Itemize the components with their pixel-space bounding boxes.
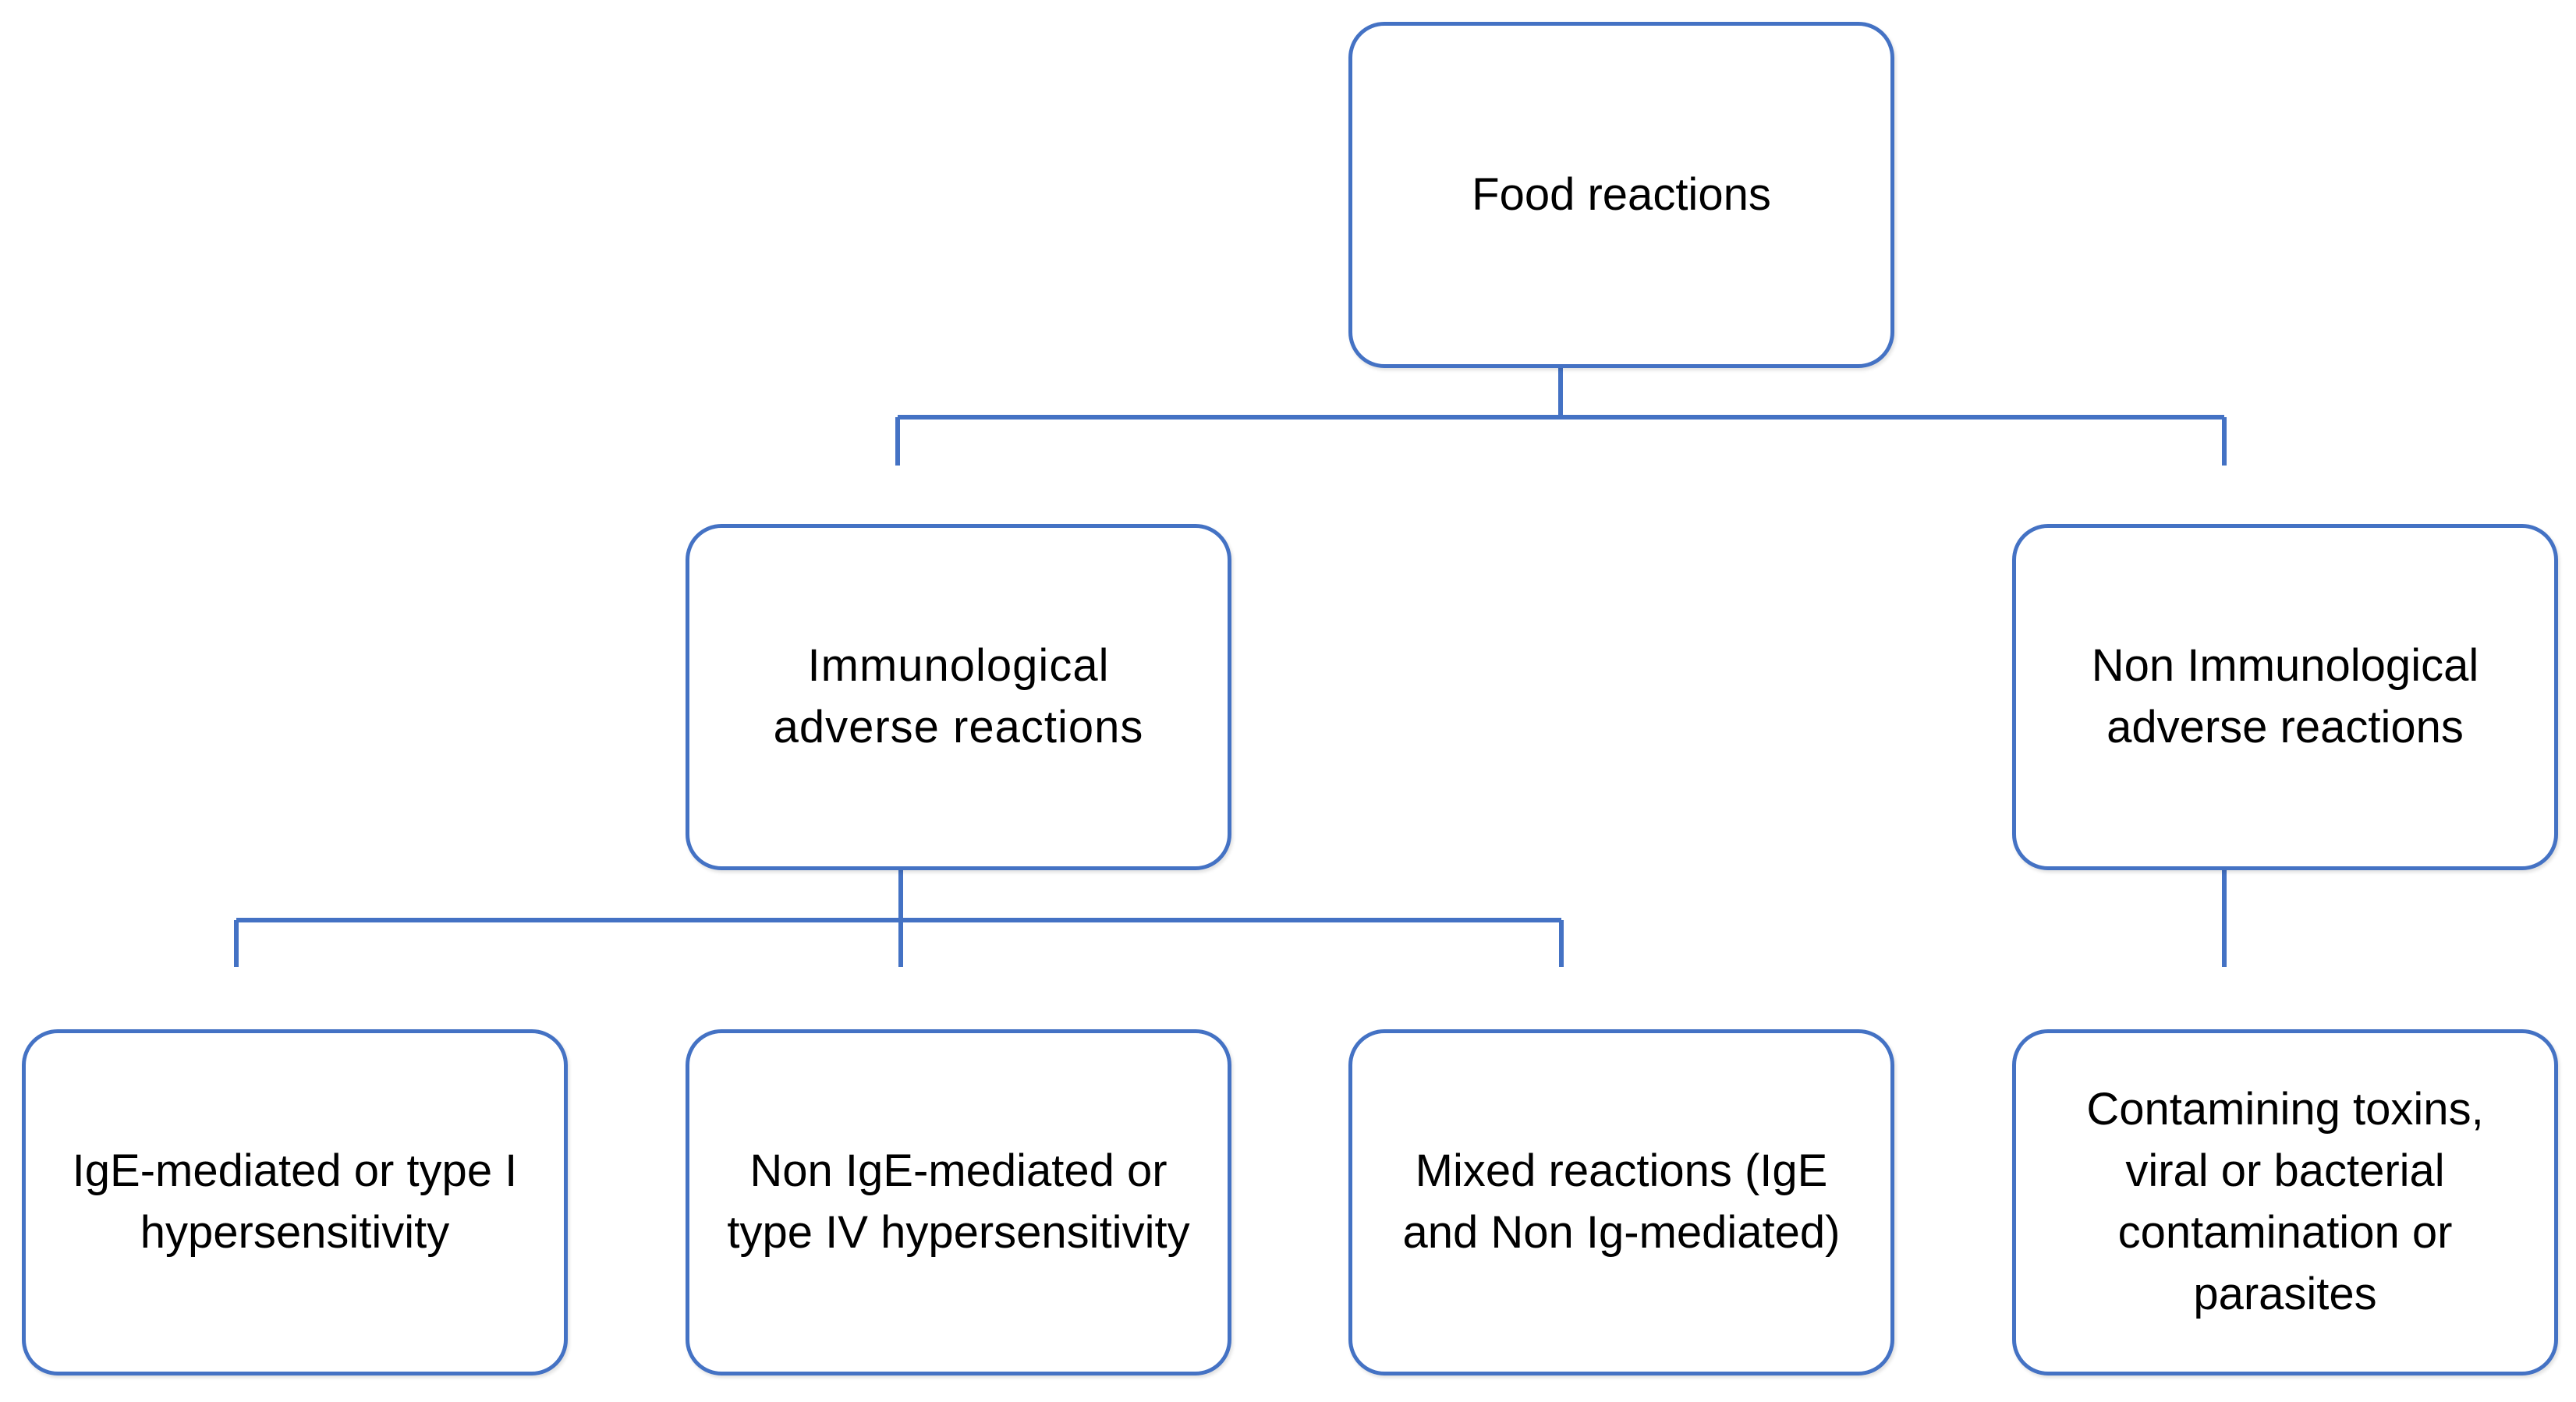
node-food-reactions-label: Food reactions <box>1472 168 1771 220</box>
node-immunological-adverse-reactions: Immunological adverse reactions <box>686 524 1231 870</box>
node-non-immunological-label: Non Immunological adverse reactions <box>2091 640 2479 752</box>
node-mixed-reactions: Mixed reactions (IgE and Non Ig-mediated… <box>1348 1029 1894 1375</box>
node-immunological-label: Immunological adverse reactions <box>773 640 1144 752</box>
node-ige-mediated-label: IgE-mediated or type I hypersensitivity <box>72 1145 518 1258</box>
node-mixed-reactions-label: Mixed reactions (IgE and Non Ig-mediated… <box>1402 1145 1841 1258</box>
node-non-immunological-adverse-reactions: Non Immunological adverse reactions <box>2012 524 2558 870</box>
node-non-ige-mediated-label: Non IgE-mediated or type IV hypersensiti… <box>727 1145 1190 1258</box>
node-non-ige-mediated: Non IgE-mediated or type IV hypersensiti… <box>686 1029 1231 1375</box>
node-contaminating-toxins: Contamining toxins, viral or bacterial c… <box>2012 1029 2558 1375</box>
node-food-reactions: Food reactions <box>1348 22 1894 368</box>
node-contaminating-toxins-label: Contamining toxins, viral or bacterial c… <box>2086 1084 2484 1319</box>
node-ige-mediated: IgE-mediated or type I hypersensitivity <box>22 1029 568 1375</box>
